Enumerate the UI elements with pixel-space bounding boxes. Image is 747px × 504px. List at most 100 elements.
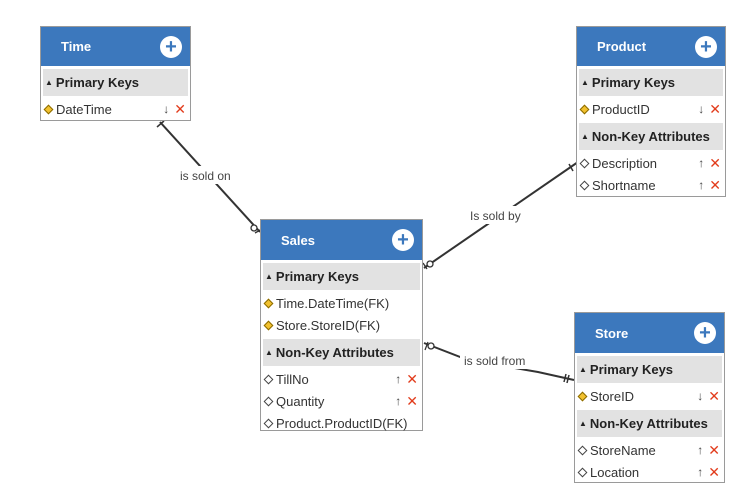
section-header-primary-keys[interactable]: ▲Primary Keys xyxy=(43,69,188,96)
relationship-label-sales-store: is sold from xyxy=(464,354,525,368)
key-diamond-icon xyxy=(263,298,274,308)
relationship-label-bg xyxy=(466,206,532,224)
attribute-name: Shortname xyxy=(592,177,656,193)
attribute-actions: ↓ ✕ xyxy=(695,101,721,118)
section-header-primary-keys[interactable]: ▲Primary Keys xyxy=(579,69,723,96)
plus-icon[interactable]: + xyxy=(160,35,182,58)
triangle-up-icon: ▲ xyxy=(581,132,589,141)
triangle-up-icon: ▲ xyxy=(45,78,53,87)
attribute-name: DateTime xyxy=(56,101,112,117)
delete-icon[interactable]: ✕ xyxy=(709,100,721,117)
attribute-actions: ↑ ✕ xyxy=(392,393,418,410)
plus-icon[interactable]: + xyxy=(694,322,716,344)
attribute-name: TillNo xyxy=(276,371,309,387)
triangle-up-icon: ▲ xyxy=(579,365,587,374)
entity-header: Sales + xyxy=(261,220,422,260)
attribute-row[interactable]: Description ↑ ✕ xyxy=(577,152,725,174)
entity-header: Store + xyxy=(575,313,724,353)
attribute-row[interactable]: Shortname ↑ ✕ xyxy=(577,174,725,196)
attribute-actions: ↓ ✕ xyxy=(160,101,186,118)
attribute-name: Location xyxy=(590,464,640,480)
section-header-non-key-attributes[interactable]: ▲Non-Key Attributes xyxy=(579,123,723,150)
attribute-row[interactable]: ProductID ↓ ✕ xyxy=(577,98,725,120)
attribute-row[interactable]: Location ↑ ✕ xyxy=(575,461,724,483)
section-header-primary-keys[interactable]: ▲Primary Keys xyxy=(263,263,420,290)
attribute-diamond-icon xyxy=(579,158,590,168)
arrow-up-icon[interactable]: ↑ xyxy=(697,443,704,457)
delete-icon[interactable]: ✕ xyxy=(406,370,418,387)
arrow-up-icon[interactable]: ↑ xyxy=(697,465,704,479)
attribute-name: Store.StoreID(FK) xyxy=(276,317,381,333)
crow-foot xyxy=(424,341,429,351)
arrow-up-icon[interactable]: ↑ xyxy=(698,156,705,170)
arrow-up-icon[interactable]: ↑ xyxy=(698,178,705,192)
key-diamond-icon xyxy=(43,104,54,114)
entity-header: Time + xyxy=(41,27,190,66)
attribute-row[interactable]: Store.StoreID(FK) xyxy=(261,314,422,336)
key-diamond-icon xyxy=(579,104,590,114)
entity-title: Store xyxy=(595,325,629,341)
triangle-up-icon: ▲ xyxy=(265,348,273,357)
delete-icon[interactable]: ✕ xyxy=(708,441,720,458)
entity-product[interactable]: Product + ▲Primary Keys ProductID ↓ ✕ ▲N… xyxy=(576,26,726,197)
zero-mark xyxy=(426,260,434,268)
attribute-row[interactable]: StoreName ↑ ✕ xyxy=(575,439,724,461)
attribute-row[interactable]: StoreID ↓ ✕ xyxy=(575,385,724,407)
attribute-row[interactable]: Product.ProductID(FK) xyxy=(261,412,422,434)
one-mark xyxy=(563,373,567,383)
attribute-diamond-icon xyxy=(577,445,588,455)
one-mark xyxy=(566,374,570,384)
arrow-down-icon[interactable]: ↓ xyxy=(163,102,170,116)
attribute-actions: ↑ ✕ xyxy=(694,442,720,459)
delete-icon[interactable]: ✕ xyxy=(709,154,721,171)
entity-time[interactable]: Time + ▲Primary Keys DateTime ↓ ✕ xyxy=(40,26,191,121)
crow-foot xyxy=(422,262,428,270)
attribute-name: Quantity xyxy=(276,393,325,409)
zero-mark xyxy=(250,224,258,232)
section-header-non-key-attributes[interactable]: ▲Non-Key Attributes xyxy=(263,339,420,366)
entity-title: Sales xyxy=(281,232,315,248)
one-mark xyxy=(568,163,574,172)
entity-header: Product + xyxy=(577,27,725,66)
attribute-name: ProductID xyxy=(592,101,650,117)
attribute-diamond-icon xyxy=(263,374,274,384)
delete-icon[interactable]: ✕ xyxy=(406,392,418,409)
arrow-up-icon[interactable]: ↑ xyxy=(395,394,402,408)
attribute-row[interactable]: TillNo ↑ ✕ xyxy=(261,368,422,390)
key-diamond-icon xyxy=(577,391,588,401)
attribute-diamond-icon xyxy=(577,467,588,477)
delete-icon[interactable]: ✕ xyxy=(708,463,720,480)
entity-title: Time xyxy=(61,39,92,54)
attribute-name: StoreID xyxy=(590,388,635,404)
key-diamond-icon xyxy=(263,320,274,330)
plus-icon[interactable]: + xyxy=(695,35,717,58)
arrow-up-icon[interactable]: ↑ xyxy=(395,372,402,386)
delete-icon[interactable]: ✕ xyxy=(174,100,186,117)
relationship-label-bg xyxy=(176,166,242,184)
relationship-label-time-sales: is sold on xyxy=(180,169,231,183)
arrow-down-icon[interactable]: ↓ xyxy=(698,102,705,116)
section-header-non-key-attributes[interactable]: ▲Non-Key Attributes xyxy=(577,410,722,437)
one-mark xyxy=(156,120,165,128)
entity-store[interactable]: Store + ▲Primary Keys StoreID ↓ ✕ ▲Non-K… xyxy=(574,312,725,483)
triangle-up-icon: ▲ xyxy=(265,272,273,281)
triangle-up-icon: ▲ xyxy=(581,78,589,87)
attribute-name: Description xyxy=(592,155,658,171)
attribute-row[interactable]: Time.DateTime(FK) xyxy=(261,292,422,314)
attribute-name: StoreName xyxy=(590,442,656,458)
attribute-row[interactable]: DateTime ↓ ✕ xyxy=(41,98,190,120)
attribute-row[interactable]: Quantity ↑ ✕ xyxy=(261,390,422,412)
attribute-diamond-icon xyxy=(579,180,590,190)
attribute-name: Product.ProductID(FK) xyxy=(276,415,408,431)
delete-icon[interactable]: ✕ xyxy=(708,387,720,404)
section-header-primary-keys[interactable]: ▲Primary Keys xyxy=(577,356,722,383)
arrow-down-icon[interactable]: ↓ xyxy=(697,389,704,403)
entity-sales[interactable]: Sales + ▲Primary Keys Time.DateTime(FK) … xyxy=(260,219,423,431)
attribute-name: Time.DateTime(FK) xyxy=(276,295,390,311)
attribute-diamond-icon xyxy=(263,418,274,428)
attribute-actions: ↓ ✕ xyxy=(694,388,720,405)
plus-icon[interactable]: + xyxy=(392,229,414,251)
delete-icon[interactable]: ✕ xyxy=(709,176,721,193)
attribute-actions: ↑ ✕ xyxy=(694,464,720,481)
